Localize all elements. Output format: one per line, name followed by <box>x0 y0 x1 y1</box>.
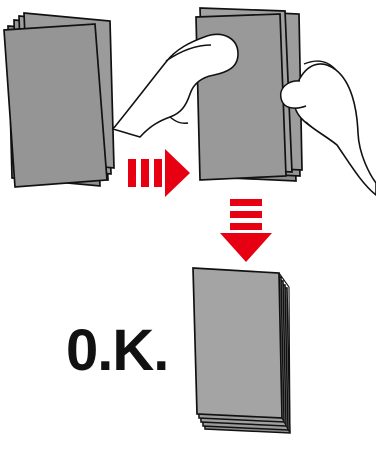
aligned-paper-stack <box>193 268 290 433</box>
dashed-arrow-right-icon <box>128 149 190 197</box>
dashed-arrow-down-icon <box>220 199 272 262</box>
paper-sheet <box>4 24 107 187</box>
uneven-paper-stack <box>4 13 114 187</box>
paper-sheet <box>193 268 282 418</box>
ok-result-label: 0.K. <box>66 322 168 380</box>
